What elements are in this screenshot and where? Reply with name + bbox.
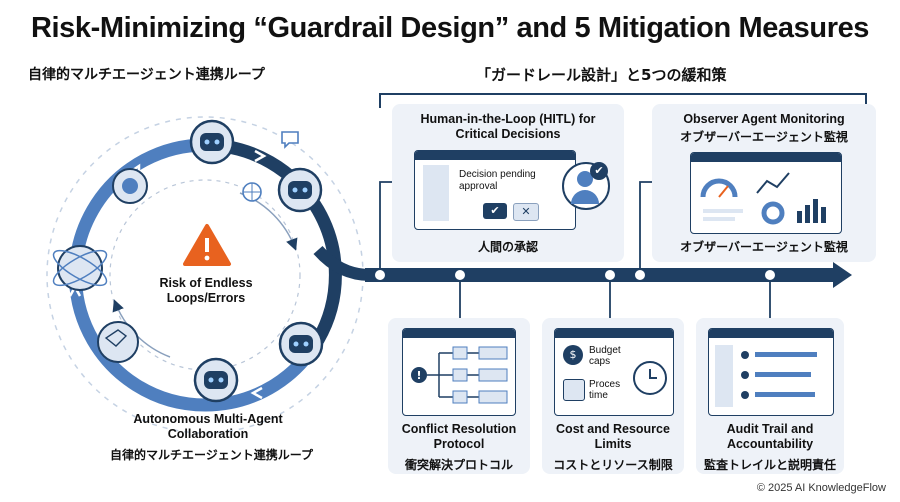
hitl-card: Human-in-the-Loop (HITL) for Critical De…: [392, 104, 624, 262]
panel-sidebar: [423, 165, 449, 221]
budget-caps-label: Budget caps: [589, 345, 621, 367]
cost-jp: コストとリソース制限: [553, 458, 673, 472]
observer-card: Observer Agent Monitoring オブザーバーエージェント監視…: [652, 104, 876, 262]
loop-caption-jp: 自律的マルチエージェント連携ループ: [110, 448, 314, 462]
money-bag-icon: $: [563, 345, 583, 365]
audit-jp: 監査トレイルと説明責任: [703, 458, 836, 472]
decision-pending-text: Decision pending approval: [459, 169, 536, 192]
loop-heading: 自律的マルチエージェント連携ループ: [28, 67, 265, 83]
audit-log-panel: [708, 328, 834, 416]
page-title: Risk-Minimizing “Guardrail Design” and 5…: [30, 12, 870, 44]
chat-bubble-icon: [281, 131, 299, 149]
audit-title: Audit Trail and Accountability: [726, 422, 814, 451]
robot-agent-icons: [189, 119, 324, 403]
check-badge-icon: ✔: [590, 162, 608, 180]
monitoring-dashboard: [690, 152, 842, 234]
cost-limits-panel: $ Budget caps Proces time: [554, 328, 674, 416]
network-node-icons: [52, 168, 262, 363]
main-flow-arrow: [365, 268, 835, 282]
hitl-jp: 人間の承認: [477, 240, 538, 254]
approve-button[interactable]: ✔: [483, 203, 507, 219]
svg-text:!: !: [416, 369, 421, 382]
gauge-icon: [700, 178, 738, 198]
cost-title: Cost and Resource Limits: [556, 422, 670, 451]
measures-bracket: [379, 93, 867, 108]
stopwatch-icon: [633, 361, 667, 395]
reject-button[interactable]: ✕: [513, 203, 539, 221]
copyright-footer: © 2025 AI KnowledgeFlow: [756, 482, 886, 494]
loop-ring-navy: [204, 138, 342, 344]
observer-title: Observer Agent Monitoring: [683, 112, 845, 126]
loop-caption-en: Autonomous Multi-Agent Collaboration: [133, 412, 283, 441]
bar-chart-icon: [797, 199, 826, 223]
warning-icon: [183, 224, 231, 266]
conflict-flow-panel: !: [402, 328, 516, 416]
conflict-title: Conflict Resolution Protocol: [401, 422, 517, 451]
conflict-card: ! Conflict Resolution Protocol 衝突解決プロトコル: [388, 318, 530, 474]
observer-title-jp: オブザーバーエージェント監視: [680, 130, 848, 144]
risk-label: Risk of Endless Loops/Errors: [159, 276, 253, 305]
cost-card: $ Budget caps Proces time Cost and Resou…: [542, 318, 684, 474]
line-chart-icon: [756, 172, 790, 194]
donut-chart-icon: [761, 201, 785, 225]
audit-card: Audit Trail and Accountability 監査トレイルと説明…: [696, 318, 844, 474]
conflict-jp: 衝突解決プロトコル: [404, 458, 513, 472]
hitl-title: Human-in-the-Loop (HITL) for Critical De…: [420, 112, 596, 141]
calendar-icon: [563, 379, 585, 401]
hitl-approval-panel: Decision pending approval ✔ ✕: [414, 150, 576, 230]
process-time-label: Proces time: [589, 379, 621, 401]
guardrail-heading: 「ガードレール設計」と5つの緩和策: [476, 66, 727, 84]
observer-jp: オブザーバーエージェント監視: [680, 240, 848, 254]
